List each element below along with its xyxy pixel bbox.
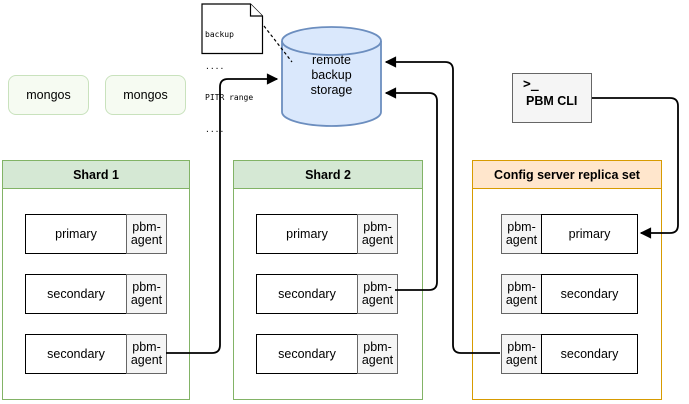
cluster-shard-1-title: Shard 1 (3, 161, 189, 189)
pbm-cli-label: PBM CLI (526, 94, 578, 108)
shard2-pbm-agent-1: pbm-agent (357, 214, 398, 254)
cluster-shard-1: Shard 1 primary pbm-agent secondary pbm-… (2, 160, 190, 400)
shard1-secondary-node-1: secondary (25, 274, 127, 314)
shard2-primary-node: primary (256, 214, 358, 254)
config-pbm-agent-2: pbm-agent (501, 274, 542, 314)
mongos-node-1: mongos (8, 75, 89, 115)
cluster-config-server-title: Config server replica set (473, 161, 661, 189)
storage-label-line: remote (312, 53, 351, 67)
backup-note: backup .... PITR range .... (205, 9, 261, 156)
mongos-node-2: mongos (105, 75, 186, 115)
backup-note-shape (201, 3, 264, 55)
config-row-secondary-2: pbm-agent secondary (501, 334, 638, 374)
cluster-shard-2-title: Shard 2 (234, 161, 422, 189)
config-pbm-agent-3: pbm-agent (501, 334, 542, 374)
shard2-row-primary: primary pbm-agent (256, 214, 398, 254)
config-secondary-node-1: secondary (541, 274, 638, 314)
shard1-primary-node: primary (25, 214, 127, 254)
shard2-secondary-node-2: secondary (256, 334, 358, 374)
storage-label-line: storage (310, 83, 353, 97)
note-line: .... (205, 124, 225, 134)
config-primary-node: primary (541, 214, 638, 254)
remote-backup-storage-label: remote backup storage (280, 53, 383, 98)
shard1-row-secondary-2: secondary pbm-agent (25, 334, 167, 374)
shard1-row-primary: primary pbm-agent (25, 214, 167, 254)
shard2-row-secondary-2: secondary pbm-agent (256, 334, 398, 374)
config-row-primary: pbm-agent primary (501, 214, 638, 254)
terminal-prompt-icon: >_ (523, 77, 539, 92)
storage-label-line: backup (311, 68, 352, 82)
mongos-label: mongos (26, 88, 71, 102)
shard1-secondary-node-2: secondary (25, 334, 127, 374)
mongos-label: mongos (123, 88, 168, 102)
config-pbm-agent-1: pbm-agent (501, 214, 542, 254)
note-line: PITR range (205, 93, 254, 102)
pbm-cli-node: >_ PBM CLI (512, 73, 592, 123)
shard1-pbm-agent-1: pbm-agent (126, 214, 167, 254)
shard1-pbm-agent-2: pbm-agent (126, 274, 167, 314)
shard1-row-secondary-1: secondary pbm-agent (25, 274, 167, 314)
shard2-pbm-agent-2: pbm-agent (357, 274, 398, 314)
cluster-shard-2: Shard 2 primary pbm-agent secondary pbm-… (233, 160, 423, 400)
note-line: .... (205, 61, 225, 71)
cluster-config-server: Config server replica set pbm-agent prim… (472, 160, 662, 400)
config-row-secondary-1: pbm-agent secondary (501, 274, 638, 314)
shard1-pbm-agent-3: pbm-agent (126, 334, 167, 374)
shard2-row-secondary-1: secondary pbm-agent (256, 274, 398, 314)
config-secondary-node-2: secondary (541, 334, 638, 374)
note-line: backup (205, 30, 234, 39)
shard2-secondary-node-1: secondary (256, 274, 358, 314)
shard2-pbm-agent-3: pbm-agent (357, 334, 398, 374)
